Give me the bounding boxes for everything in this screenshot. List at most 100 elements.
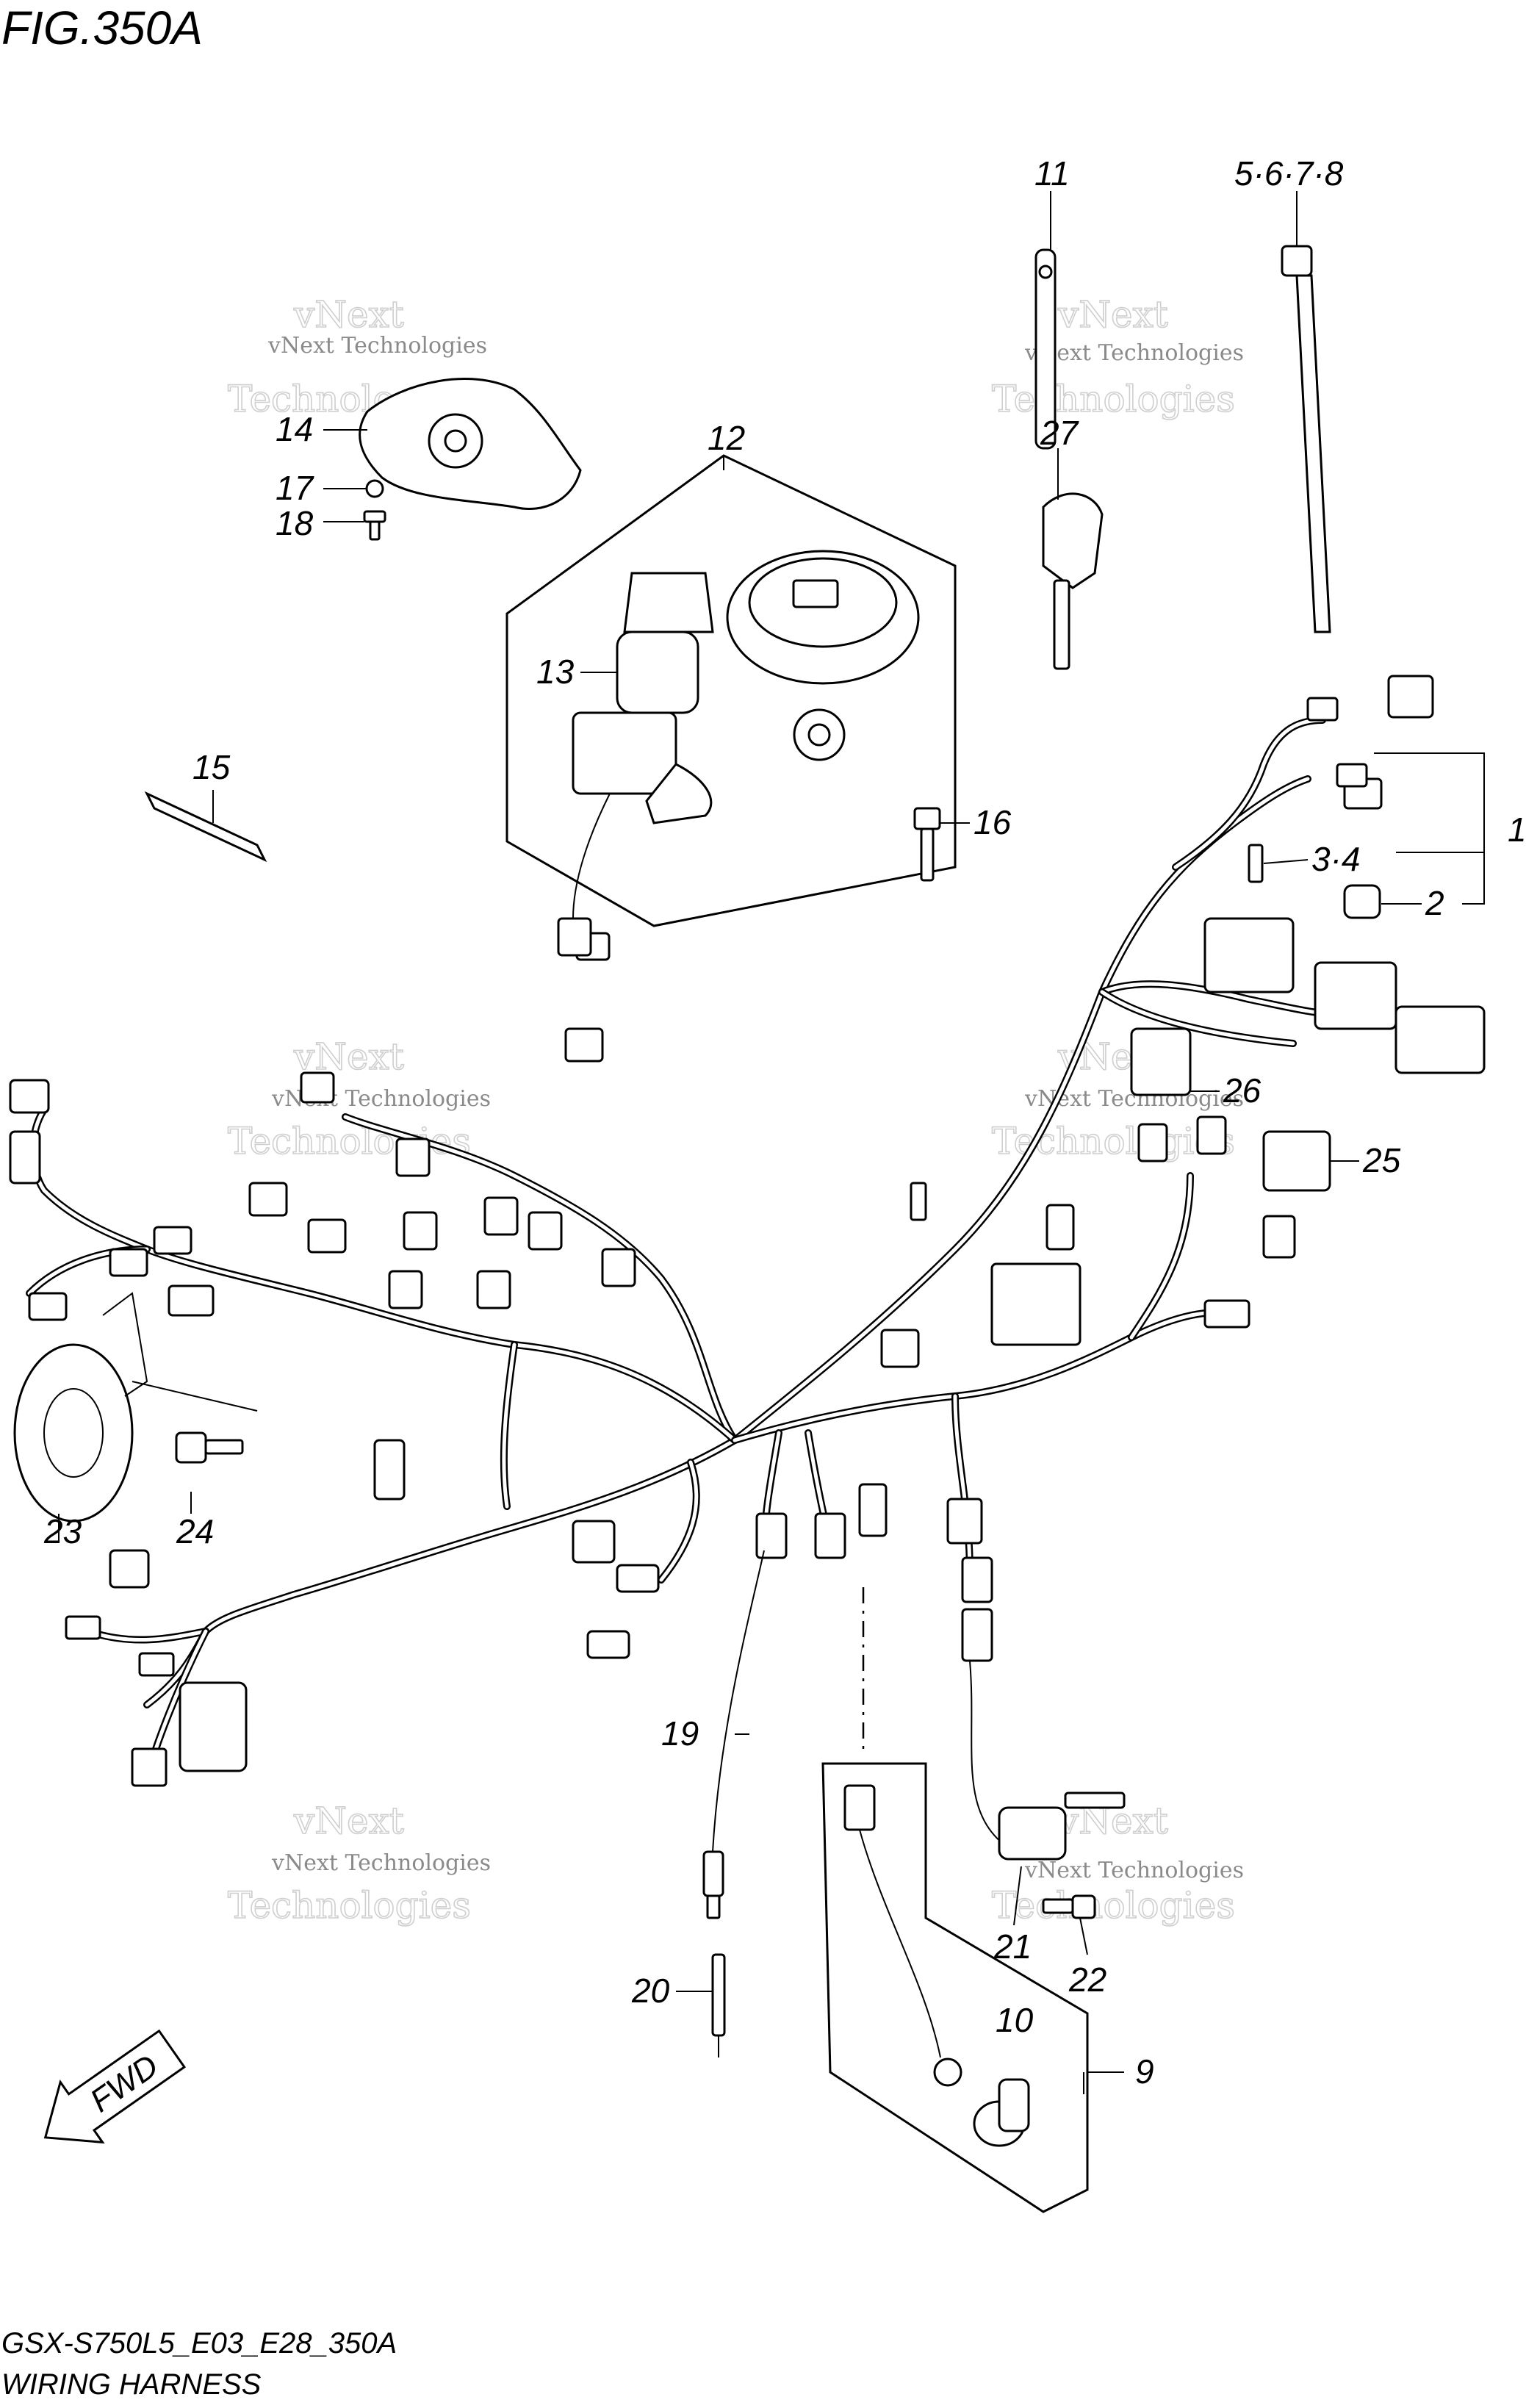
connector: [476, 1270, 511, 1309]
connector: [403, 1211, 438, 1251]
part-21-switch: [969, 1660, 1126, 1861]
connector: [395, 1137, 431, 1177]
relay-box: [179, 1681, 248, 1772]
part-22-screw: [1042, 1894, 1096, 1919]
connector: [961, 1608, 993, 1662]
fuel-cap: [726, 550, 920, 685]
callout-16: 16: [973, 803, 1012, 841]
figure-title: FIG.350A: [1, 1, 203, 54]
callout-24: 24: [176, 1512, 214, 1550]
callout-5-8: 5·6·7·8: [1234, 154, 1344, 193]
part-25-relay: [1262, 1130, 1331, 1192]
connector: [307, 1218, 347, 1254]
part-2-fuse-cap: [1343, 884, 1381, 919]
connector: [9, 1079, 50, 1114]
watermark-big-top: vNext: [293, 1800, 404, 1842]
connector: [814, 1512, 846, 1559]
callout-15: 15: [192, 748, 231, 786]
main-connector: [1394, 1005, 1486, 1074]
junction-box: [990, 1262, 1081, 1346]
watermark-big: Technologies: [992, 1884, 1235, 1927]
connector: [1306, 697, 1339, 722]
callout-20: 20: [631, 1972, 670, 2010]
connector: [168, 1284, 215, 1317]
connector: [961, 1556, 993, 1603]
fwd-arrow: FWD: [43, 2029, 187, 2144]
callout-14: 14: [276, 410, 313, 448]
watermark-text: vNext Technologies: [1024, 1858, 1244, 1883]
part-13-ignition-switch: [557, 572, 714, 957]
callout-23: 23: [43, 1512, 82, 1550]
main-connector: [1203, 917, 1295, 993]
connector: [1203, 1299, 1250, 1329]
callout-26: 26: [1223, 1071, 1262, 1110]
watermark-big: Technologies: [228, 1884, 471, 1927]
callout-11: 11: [1034, 154, 1070, 193]
callout-22: 22: [1068, 1960, 1106, 1999]
connector: [601, 1248, 636, 1287]
main-harness: [26, 716, 1341, 1782]
connector: [388, 1270, 423, 1309]
connector: [616, 1564, 660, 1593]
connector: [373, 1439, 406, 1500]
connector: [572, 1520, 616, 1564]
callout-27: 27: [1040, 414, 1079, 452]
part-23-horn: [13, 1292, 148, 1523]
connector: [65, 1615, 101, 1640]
connector: [109, 1248, 148, 1277]
main-connector: [1314, 961, 1397, 1030]
part-17-washer: [365, 479, 384, 498]
connector: [910, 1182, 927, 1221]
part-12-lockset-frame: [505, 454, 957, 927]
connector: [755, 1512, 788, 1559]
watermark-text: vNext Technologies: [271, 1850, 491, 1876]
callout-2: 2: [1425, 884, 1444, 922]
connector: [483, 1196, 519, 1236]
connector: [138, 1652, 175, 1677]
connector: [1387, 675, 1434, 719]
callout-13: 13: [536, 653, 575, 691]
part-5-8-cable-tie: [1281, 245, 1331, 633]
callout-9: 9: [1135, 2052, 1154, 2091]
callouts: 11 5·6·7·8 27 14 17 18 12 13 15 16 1 3·4…: [43, 154, 1526, 2091]
watermark-big: Technologies: [992, 378, 1235, 420]
part-27-key: [1042, 492, 1104, 670]
callout-17: 17: [276, 469, 314, 507]
watermark-text: vNext Technologies: [267, 333, 487, 359]
connector: [1045, 1204, 1075, 1251]
connector: [131, 1747, 168, 1787]
part-20-spring: [711, 1953, 726, 2057]
connector: [109, 1549, 150, 1589]
part-19-sensor: [702, 1550, 765, 1919]
part-14-ignition-cover: [359, 378, 582, 511]
watermark-big-top: vNext: [293, 293, 404, 336]
part-9-lead-frame: [821, 1762, 1089, 2213]
connector: [586, 1630, 630, 1659]
connector: [248, 1182, 288, 1217]
callout-18: 18: [276, 504, 314, 542]
connector: [1137, 1123, 1168, 1162]
connector: [858, 1483, 888, 1537]
connector: [946, 1498, 983, 1545]
callout-10: 10: [996, 2001, 1034, 2039]
watermark-big-top: vNext: [1057, 293, 1168, 336]
callout-3-4: 3·4: [1311, 840, 1360, 878]
lock-cylinder: [793, 708, 846, 761]
part-11-clamp: [1034, 248, 1057, 450]
connector: [28, 1292, 68, 1321]
part-3-4-fuse: [1248, 844, 1264, 883]
connector: [564, 1027, 604, 1063]
connector: [9, 1130, 41, 1185]
connector: [1336, 763, 1368, 788]
connector: [1262, 1215, 1296, 1259]
part-9-battery-lead: [843, 1784, 962, 2087]
part-18-screw: [363, 510, 386, 541]
watermark-text: vNext Technologies: [1024, 340, 1244, 366]
part-15-strip: [144, 791, 267, 863]
connector: [1196, 1115, 1227, 1155]
harness-connectors: [9, 675, 1486, 1787]
connector: [880, 1329, 920, 1368]
part-16-bolt: [913, 807, 941, 882]
callout-1: 1: [1508, 811, 1526, 849]
part-26-relay: [1130, 1027, 1192, 1096]
